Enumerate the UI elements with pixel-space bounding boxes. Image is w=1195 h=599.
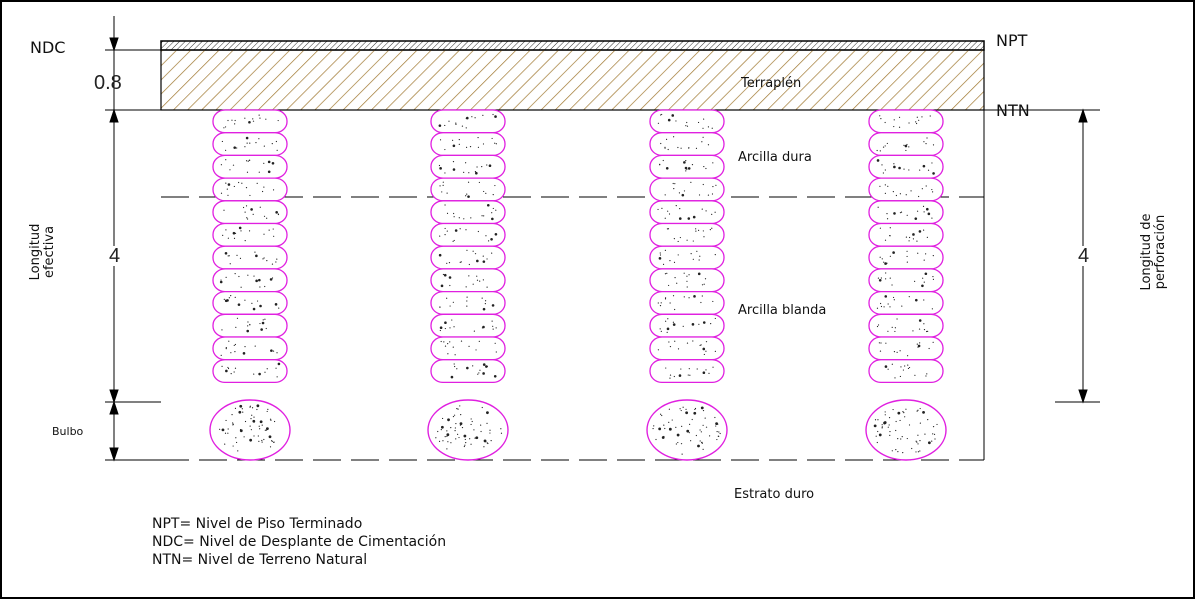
pile-bulb — [865, 399, 947, 461]
ntn-label: NTN — [996, 101, 1030, 120]
pile-segment — [212, 336, 288, 361]
arcilla-blanda-label: Arcilla blanda — [738, 303, 827, 318]
pile-segment — [212, 313, 288, 338]
pile-bulb — [427, 399, 509, 461]
right-dimension-value: 4 — [1077, 245, 1091, 267]
estrato-duro-label: Estrato duro — [734, 487, 815, 502]
pile-segment — [868, 222, 944, 247]
pile-segment — [868, 154, 944, 179]
pile-segment — [430, 290, 506, 315]
longitud-perforacion-line2: perforación — [1153, 214, 1169, 290]
pile-segment — [430, 359, 506, 384]
longitud-efectiva-line2: efectiva — [42, 225, 58, 279]
legend-npt: NPT= Nivel de Piso Terminado — [152, 516, 363, 532]
pile-segment — [430, 245, 506, 270]
pile-column — [865, 109, 947, 461]
pile-segment — [430, 268, 506, 293]
legend: NPT= Nivel de Piso Terminado NDC= Nivel … — [152, 515, 446, 569]
npt-label: NPT — [996, 31, 1028, 50]
top-dimension-value: 0.8 — [94, 72, 122, 94]
longitud-efectiva-label: Longitud efectiva — [28, 222, 59, 282]
pile-segment — [649, 359, 725, 384]
pile-segment — [649, 200, 725, 225]
pile-segment — [212, 154, 288, 179]
pile-segment — [212, 132, 288, 157]
pile-segment — [649, 268, 725, 293]
pile-segment — [868, 132, 944, 157]
pile-segment — [649, 336, 725, 361]
pile-segment — [868, 109, 944, 134]
pile-segment — [649, 245, 725, 270]
left-dimension-value: 4 — [108, 245, 122, 267]
pile-segment — [212, 245, 288, 270]
legend-ntn: NTN= Nivel de Terreno Natural — [152, 552, 368, 568]
ndc-label: NDC — [30, 38, 66, 57]
pile-segment — [649, 109, 725, 134]
pile-segment — [649, 132, 725, 157]
pile-segment — [430, 109, 506, 134]
pile-segment — [212, 222, 288, 247]
pile-segment — [430, 154, 506, 179]
pile-column — [427, 109, 509, 461]
pile-segment — [649, 313, 725, 338]
pile-column — [646, 109, 728, 461]
pile-segment — [430, 336, 506, 361]
terraplen-label: Terraplén — [741, 76, 802, 91]
pile-segment — [868, 313, 944, 338]
pile-segment — [212, 290, 288, 315]
pile-segment — [868, 336, 944, 361]
piles-group — [209, 109, 947, 461]
left-dimension — [105, 16, 161, 462]
pile-segment — [868, 290, 944, 315]
bulbo-label: Bulbo — [52, 425, 84, 438]
floor-slab — [160, 40, 985, 51]
terraplen-fill — [160, 49, 985, 111]
pile-segment — [649, 222, 725, 247]
arcilla-dura-label: Arcilla dura — [738, 150, 812, 165]
pile-segment — [868, 200, 944, 225]
pile-segment — [212, 177, 288, 202]
pile-segment — [212, 268, 288, 293]
pile-segment — [430, 222, 506, 247]
pile-segment — [430, 200, 506, 225]
legend-ndc: NDC= Nivel de Desplante de Cimentación — [152, 534, 447, 550]
pile-segment — [212, 359, 288, 384]
pile-segment — [430, 132, 506, 157]
pile-column — [209, 109, 291, 461]
pile-segment — [868, 359, 944, 384]
longitud-perforacion-line1: Longitud de — [1139, 213, 1154, 291]
pile-segment — [430, 313, 506, 338]
longitud-efectiva-line1: Longitud — [28, 223, 43, 281]
pile-bulb — [209, 399, 291, 461]
longitud-perforacion-label: Longitud de perforación — [1139, 207, 1170, 297]
pile-segment — [649, 154, 725, 179]
pile-segment — [649, 177, 725, 202]
